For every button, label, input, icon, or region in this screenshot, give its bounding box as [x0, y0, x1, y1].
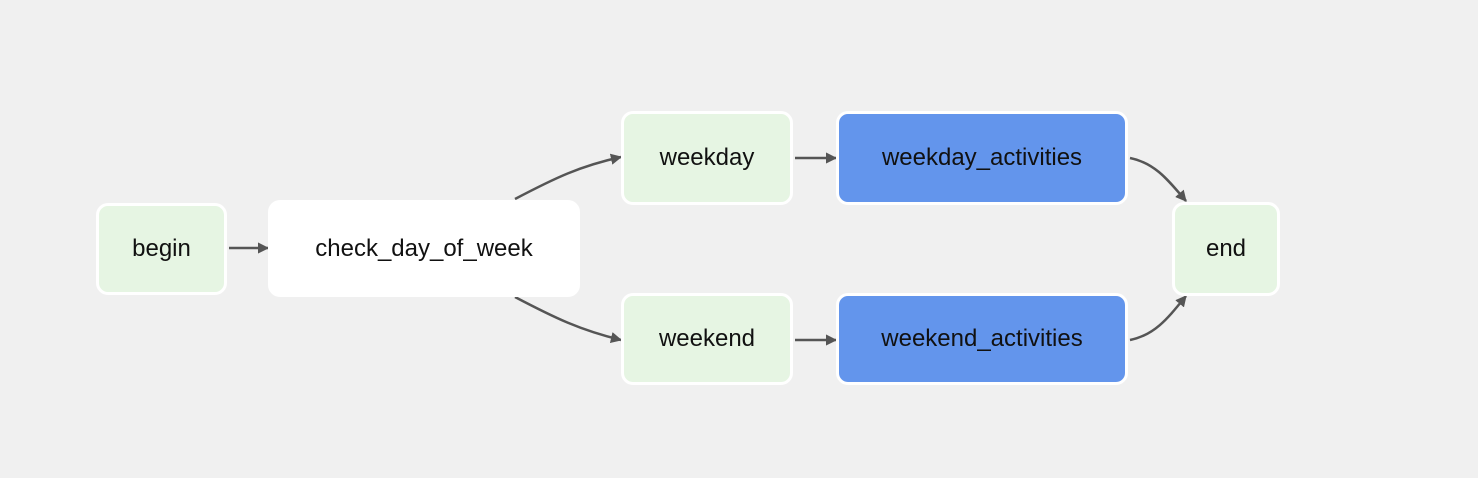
node-begin-label: begin [132, 235, 191, 262]
edge-check-to-weekend [514, 295, 623, 344]
node-weekday-activities[interactable]: weekday_activities [836, 111, 1128, 205]
node-weekday[interactable]: weekday [621, 111, 793, 205]
node-end-label: end [1205, 235, 1247, 262]
node-weekday-activities-label: weekday_activities [881, 144, 1083, 171]
node-weekend-label: weekend [658, 325, 756, 352]
edge-weekend-activities-to-end [1129, 295, 1187, 342]
node-check-day-of-week-label: check_day_of_week [315, 234, 533, 262]
node-begin[interactable]: begin [96, 203, 227, 295]
node-weekend-activities-label: weekend_activities [881, 325, 1083, 352]
edge-check-to-weekday [514, 153, 623, 201]
node-weekday-label: weekday [659, 144, 755, 171]
edge-weekday-activities-to-end [1129, 156, 1187, 202]
node-weekend-activities[interactable]: weekend_activities [836, 293, 1128, 385]
node-end[interactable]: end [1172, 202, 1280, 296]
node-check-day-of-week[interactable]: check_day_of_week [268, 200, 580, 297]
node-weekend[interactable]: weekend [621, 293, 793, 385]
